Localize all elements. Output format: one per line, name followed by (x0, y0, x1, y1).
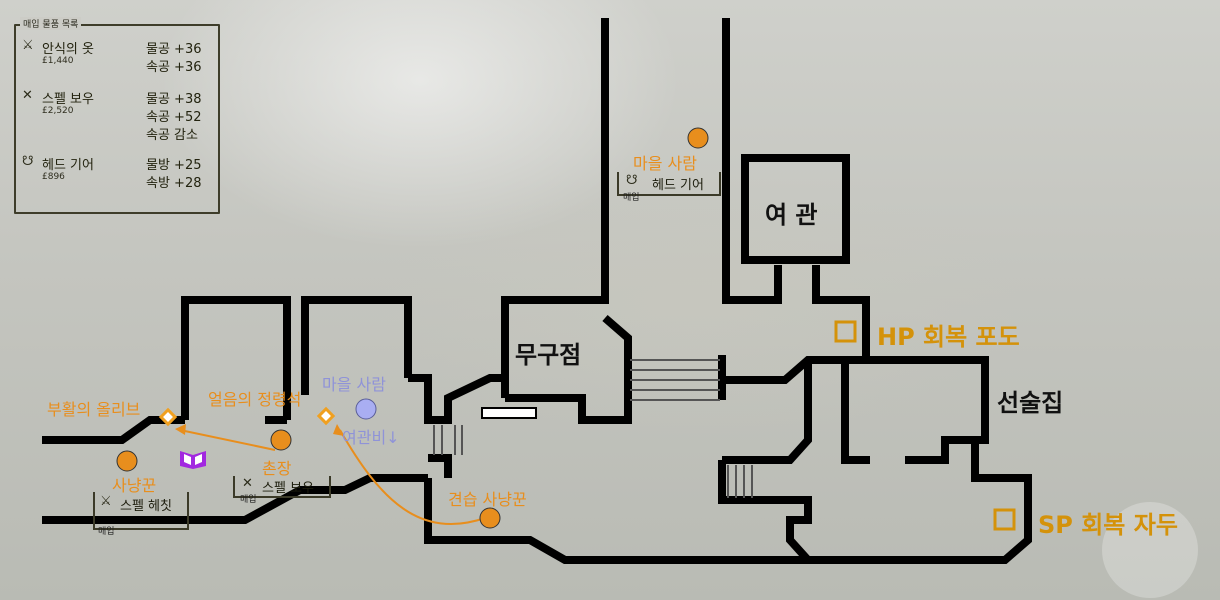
npc-apprentice-marker (479, 507, 501, 529)
chief-item: 스펠 보우 (262, 481, 314, 496)
map-walls (42, 18, 1032, 564)
npc-villager-north-marker (687, 127, 709, 149)
buy-tag: 매입 (623, 193, 640, 203)
stairs (433, 359, 753, 498)
helmet-icon: ☋ (22, 154, 34, 169)
gate-bar (481, 407, 537, 419)
chief-box (233, 476, 331, 498)
crystal-label: 얼음의 정령석 (208, 390, 302, 409)
legend-item-stat: 물방 +25 (146, 158, 202, 173)
legend-item-price: £896 (42, 172, 65, 182)
spear-icon: ⚔ (22, 38, 34, 53)
spear-icon: ⚔ (100, 494, 112, 509)
villager-center-note: 여관비↓ (342, 428, 400, 447)
tavern-label: 선술집 (997, 389, 1064, 417)
treasure-crystal-marker (316, 406, 336, 426)
legend-item-stat: 물공 +36 (146, 42, 202, 57)
buy-tag: 매입 (98, 527, 115, 537)
olive-label: 부활의 올리브 (47, 400, 141, 419)
npc-hunter-marker (116, 450, 138, 472)
inn-label: 여 관 (765, 201, 818, 229)
legend-item-name: 헤드 기어 (42, 158, 94, 173)
villager-north-label: 마을 사람 (633, 154, 697, 173)
villager-center-label: 마을 사람 (322, 375, 386, 394)
sp-fruit-marker (993, 508, 1016, 531)
legend-item-stat: 속방 +28 (146, 176, 202, 191)
buy-tag: 매입 (240, 495, 257, 505)
legend-item-stat: 속공 감소 (146, 128, 198, 143)
legend-item-stat: 속공 +52 (146, 110, 202, 125)
villager-north-box (617, 172, 721, 196)
crossed-swords-icon: ✕ (242, 476, 253, 491)
treasure-olive-marker (158, 407, 178, 427)
chief-label: 촌장 (262, 459, 292, 478)
legend-item-price: £2,520 (42, 106, 74, 116)
crossed-swords-icon: ✕ (22, 88, 33, 103)
helmet-icon: ☋ (626, 173, 638, 188)
book-icon (180, 451, 206, 469)
path-arrow-crystal (339, 429, 486, 526)
legend-item-name: 안식의 옷 (42, 42, 94, 57)
hunter-item: 스펠 헤칫 (120, 499, 172, 514)
legend-item-name: 스펠 보우 (42, 92, 94, 107)
hp-grape-label: HP 회복 포도 (877, 323, 1020, 351)
path-arrow-olive (179, 429, 276, 451)
minimap-compass (1102, 502, 1198, 598)
hunter-box (93, 492, 189, 530)
legend-item-price: £1,440 (42, 56, 74, 66)
villager-north-item: 헤드 기어 (652, 178, 704, 193)
apprentice-hunter-label: 견습 사냥꾼 (448, 490, 527, 509)
hunter-label: 사냥꾼 (112, 476, 157, 495)
npc-villager-center-marker (355, 398, 377, 420)
legend-item-stat: 속공 +36 (146, 60, 202, 75)
hp-grape-marker (834, 320, 857, 343)
legend-title: 매입 물품 목록 (20, 17, 82, 30)
legend-item-stat: 물공 +38 (146, 92, 202, 107)
npc-chief-marker (270, 429, 292, 451)
buy-list-legend: 매입 물품 목록 ⚔ 안식의 옷 £1,440 물공 +36 속공 +36 ✕ … (14, 17, 220, 214)
sp-fruit-label: SP 회복 자두 (1038, 511, 1178, 539)
weapon-shop-label: 무구점 (515, 341, 582, 369)
